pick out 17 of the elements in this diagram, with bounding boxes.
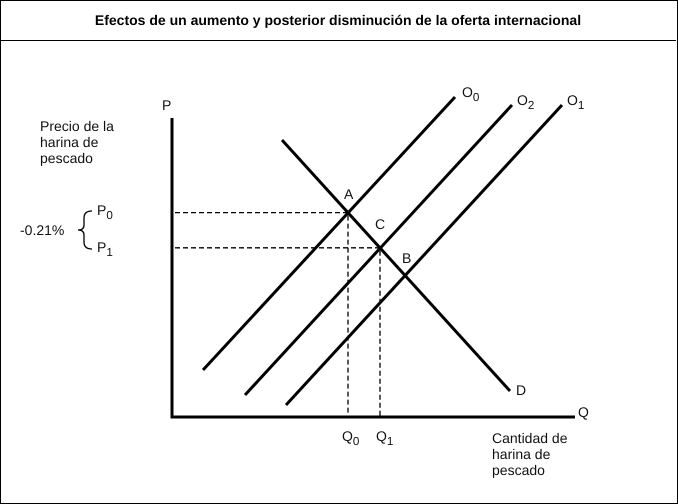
curve-label: O$_{1}$ bbox=[567, 92, 584, 114]
point-label: B bbox=[402, 250, 412, 266]
axis-label: P bbox=[162, 97, 172, 113]
curve-label: O$_{0}$ bbox=[462, 84, 480, 106]
curve-label: O$_{2}$ bbox=[517, 92, 534, 114]
quantity-label: Q$_{0}$ bbox=[342, 428, 360, 450]
axis-title: Cantidad de harina de pescado bbox=[492, 430, 569, 478]
price-label: P$_{0}$ bbox=[97, 202, 113, 224]
point-label: C bbox=[375, 216, 386, 232]
title: Efectos de un aumento y posterior disminución de la oferta internacional bbox=[0, 0, 676, 41]
axis-label: Q bbox=[578, 404, 589, 420]
curve-label: D bbox=[516, 382, 526, 398]
price-label: P$_{1}$ bbox=[97, 239, 113, 261]
point-label: A bbox=[344, 186, 354, 202]
quantity-label: Q$_{1}$ bbox=[376, 428, 394, 450]
axis-title: Precio de la harina de pescado bbox=[40, 118, 115, 166]
percentage-label: -0.21% bbox=[20, 222, 64, 238]
